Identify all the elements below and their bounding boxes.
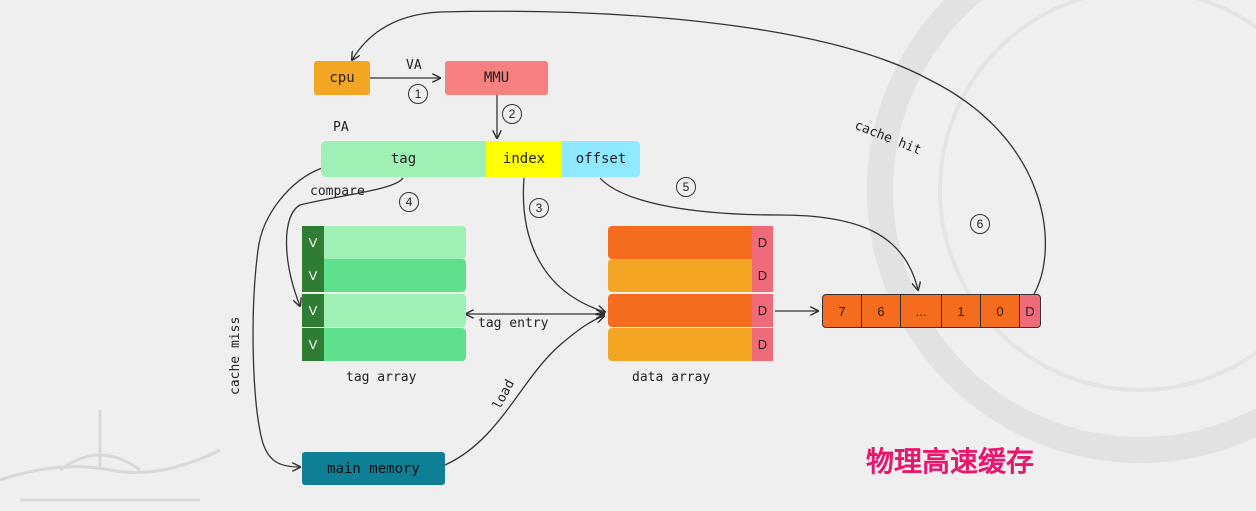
data-array-row	[608, 226, 752, 259]
dirty-bit: D	[752, 294, 773, 327]
index-field: index	[486, 141, 562, 177]
tag-array-row	[324, 226, 466, 259]
data-array-row	[608, 328, 752, 361]
tag-field: tag	[321, 141, 486, 177]
tag-array-label: tag array	[346, 370, 417, 385]
step-2: 2	[502, 104, 522, 124]
cache-line-cell: 0	[980, 294, 1020, 328]
dirty-bit: D	[752, 226, 773, 259]
cache-line-dirty-bit: D	[1019, 294, 1041, 328]
valid-bit: V	[302, 259, 324, 292]
pagoda-watermark-icon	[0, 410, 221, 502]
compare-label: compare	[310, 184, 365, 199]
pa-label: PA	[333, 120, 349, 135]
step-3: 3	[529, 198, 549, 218]
step-5: 5	[676, 177, 696, 197]
cache-line-cell: 6	[861, 294, 901, 328]
valid-bit: V	[302, 294, 324, 327]
cache-line-cell: 7	[822, 294, 862, 328]
dirty-bit: D	[752, 259, 773, 292]
va-label: VA	[406, 58, 422, 73]
tag-array-row	[324, 294, 466, 327]
page-title: 物理高速缓存	[866, 445, 1035, 478]
valid-bit: V	[302, 328, 324, 361]
cache-line-cell: ...	[900, 294, 942, 328]
tag-array-row	[324, 328, 466, 361]
data-array-row	[608, 259, 752, 292]
cache-line-cell: 1	[941, 294, 981, 328]
valid-bit: V	[302, 226, 324, 259]
cpu-box: cpu	[314, 61, 370, 95]
data-array-label: data array	[632, 370, 711, 385]
step-6: 6	[970, 214, 990, 234]
tag-array-row	[324, 259, 466, 292]
step-1: 1	[408, 84, 428, 104]
dirty-bit: D	[752, 328, 773, 361]
cache-miss-label: cache miss	[228, 316, 243, 395]
step-4: 4	[399, 192, 419, 212]
data-array-row	[608, 294, 752, 327]
tag-entry-label: tag entry	[478, 316, 549, 331]
mmu-box: MMU	[445, 61, 548, 95]
offset-field: offset	[562, 141, 640, 177]
main-memory-box: main memory	[302, 452, 445, 485]
